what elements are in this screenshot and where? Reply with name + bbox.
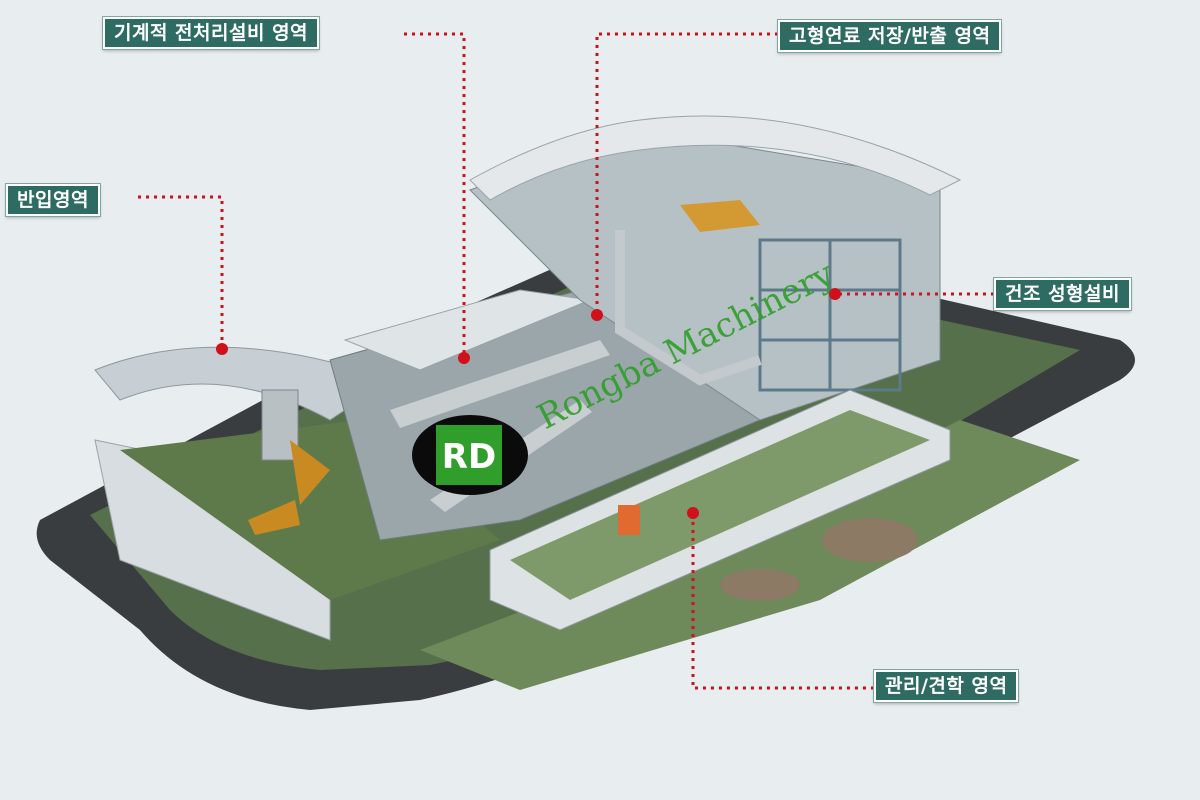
label-intake: 반입영역 — [5, 183, 101, 217]
label-management-tour: 관리/견학 영역 — [872, 669, 1020, 703]
management-sign — [618, 505, 640, 535]
label-mechanical-pretreatment: 기계적 전처리설비 영역 — [101, 16, 321, 50]
plaza-circle-small — [720, 569, 800, 601]
leader-dots — [216, 288, 841, 519]
duct-pipe — [615, 230, 762, 386]
leader-dot-intake — [216, 343, 228, 355]
excavator — [248, 440, 330, 535]
watermark-logo-text: RD — [442, 437, 496, 477]
management-floor — [510, 410, 930, 600]
storage-roof — [469, 115, 962, 201]
plaza-circle — [822, 518, 918, 562]
leader-lines — [138, 32, 994, 690]
fuel-pile — [680, 200, 760, 232]
leader-dot-drying — [829, 288, 841, 300]
leader-line-intake — [138, 195, 224, 348]
leader-dot-storage — [591, 309, 603, 321]
leader-dot-mechanical — [458, 352, 470, 364]
leader-line-management — [691, 514, 874, 690]
label-solid-fuel-storage: 고형연료 저장/반출 영역 — [776, 19, 1003, 53]
watermark-logo-square — [436, 425, 502, 485]
label-drying-forming: 건조 성형설비 — [993, 277, 1132, 311]
leader-dot-management — [687, 507, 699, 519]
site-plaza — [420, 420, 1080, 690]
conveyor — [390, 340, 610, 428]
